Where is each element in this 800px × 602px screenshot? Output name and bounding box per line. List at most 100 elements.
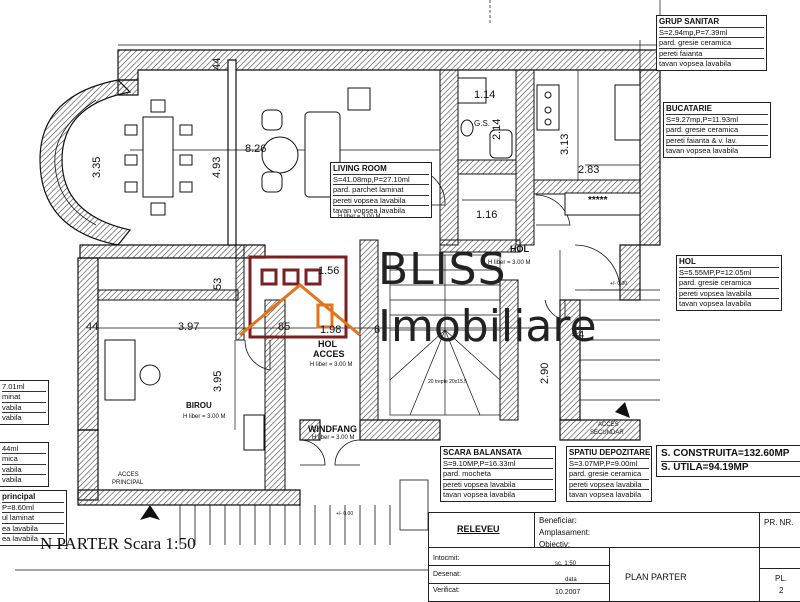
total-construita: S. CONSTRUITA=132.60MP bbox=[661, 448, 800, 462]
hol-title: HOL bbox=[679, 257, 779, 268]
bucatarie-box: BUCATARIE S=9.27mp,P=11.93ml pard. gresi… bbox=[663, 102, 771, 158]
birou-info-l2: minat bbox=[2, 392, 46, 403]
lower-left-info-box: 44ml mica vabila vabila bbox=[0, 442, 49, 487]
acces-principal-1: ACCES bbox=[118, 472, 139, 478]
hol-l1: S=5.55MP,P=12.05ml bbox=[679, 268, 779, 279]
dim-1-16: 1.16 bbox=[476, 209, 498, 221]
hol-box: HOL S=5.55MP,P=12.05ml pard. gresie cera… bbox=[676, 255, 782, 311]
principal-l1: P=8.60ml bbox=[2, 503, 64, 514]
principal-l2: ul laminat bbox=[2, 513, 64, 524]
dim-1-98: 1.98 bbox=[320, 324, 342, 336]
lower-left-l1: 44ml bbox=[2, 444, 46, 455]
kitchen-furniture bbox=[536, 84, 641, 216]
lower-left-l4: vabila bbox=[2, 475, 22, 485]
birou-label: BIROU bbox=[186, 401, 212, 410]
scara-l3: pereti vopsea lavabila bbox=[443, 480, 553, 491]
dim-2-90: 2.90 bbox=[539, 362, 551, 384]
scara-l2: pard. mocheta bbox=[443, 469, 553, 480]
dim-2-14: 2.14 bbox=[491, 118, 503, 140]
birou-info-box: 7.01ml minat vabila vabila bbox=[0, 380, 49, 425]
dim-4-93: 4.93 bbox=[211, 156, 223, 178]
cart-amplasament: Amplasament: bbox=[539, 528, 591, 537]
dim-8-26: 8.26 bbox=[245, 143, 267, 155]
cart-desenat: Desenat: bbox=[433, 571, 462, 578]
windfang-height: H liber = 3.00 M bbox=[312, 435, 355, 441]
plan-title: N PARTER Scara 1:50 bbox=[40, 534, 196, 553]
hol-height: H liber = 3.00 M bbox=[488, 260, 531, 266]
birou-info-l1: 7.01ml bbox=[2, 382, 46, 393]
dim-85: 85 bbox=[278, 321, 291, 333]
grup-sanitar-l1: S=2.94mp,P=7.39ml bbox=[659, 28, 764, 39]
living-height: H liber = 3.00 M bbox=[338, 214, 381, 220]
living-l3: pereti vopsea lavabila bbox=[333, 196, 429, 207]
scara-box: SCARA BALANSATA S=9.10MP,P=16.33ml pard.… bbox=[440, 446, 556, 502]
spatiu-l4: tavan vopsea lavabila bbox=[569, 490, 642, 500]
living-box: LIVING ROOM S=41.08mp,P=27.10ml pard. pa… bbox=[330, 162, 432, 218]
stove-symbol: ***** bbox=[588, 195, 608, 206]
scara-l4: tavan vopsea lavabila bbox=[443, 490, 516, 500]
living-title: LIVING ROOM bbox=[333, 164, 429, 175]
title-block: RELEVEU Beneficiar: Amplasament: Obiecti… bbox=[428, 512, 800, 602]
cart-verificat: Verificat: bbox=[433, 587, 460, 594]
bucatarie-title: BUCATARIE bbox=[666, 104, 768, 115]
stair-note: 20 trepte 20x15.5 bbox=[428, 379, 467, 385]
dim-3-97: 3.97 bbox=[178, 321, 200, 333]
dim-44-left: 44 bbox=[86, 321, 99, 333]
principal-l3: ea lavabila bbox=[2, 524, 64, 535]
dim-3-95: 3.95 bbox=[212, 370, 224, 392]
cart-pr-nr: PR. NR. bbox=[764, 518, 794, 527]
total-utila: S. UTILA=94.19MP bbox=[661, 461, 749, 473]
principal-entry-arrow bbox=[140, 505, 160, 520]
living-l4: tavan vopsea lavabila bbox=[333, 206, 406, 216]
totals-box: S. CONSTRUITA=132.60MP S. UTILA=94.19MP bbox=[656, 445, 800, 477]
hol-label: HOL bbox=[510, 244, 529, 254]
cart-releveu: RELEVEU bbox=[457, 524, 500, 534]
entrance-stairs bbox=[179, 479, 429, 545]
principal-title: principal bbox=[2, 492, 64, 503]
living-l1: S=41.08mp,P=27.10ml bbox=[333, 175, 429, 186]
spatiu-box: SPATIU DEPOZITARE S=3.07MP,P=9.00ml pard… bbox=[566, 446, 652, 502]
staircase bbox=[389, 254, 501, 416]
bathroom-fixtures bbox=[457, 77, 513, 159]
cart-pl: PL. bbox=[775, 574, 788, 583]
dim-2-83: 2.83 bbox=[578, 164, 600, 176]
bay-window bbox=[39, 79, 132, 246]
principal-l4: ea lavabila bbox=[2, 534, 38, 544]
lower-left-l2: mica bbox=[2, 454, 46, 465]
office-furniture bbox=[104, 339, 265, 451]
principal-info-box: principal P=8.60ml ul laminat ea lavabil… bbox=[0, 490, 67, 546]
secondary-entry-arrow bbox=[615, 402, 630, 418]
birou-height: H liber = 3.00 M bbox=[183, 414, 226, 420]
bucatarie-l2: pard. gresie ceramica bbox=[666, 125, 768, 136]
hol-l2: pard. gresie ceramica bbox=[679, 278, 779, 289]
cart-data-label: data bbox=[565, 577, 577, 583]
dim-1-56: 1.56 bbox=[318, 265, 340, 277]
spatiu-l1: S=3.07MP,P=9.00ml bbox=[569, 459, 649, 470]
watermark-line1: BLISS bbox=[378, 244, 507, 295]
living-furniture bbox=[261, 87, 371, 198]
hol-acces-label: HOL bbox=[318, 339, 337, 349]
dim-6: 6 bbox=[374, 324, 381, 336]
acces-secundar-2: SECUNDAR bbox=[590, 430, 624, 436]
cart-pl-nr: 2 bbox=[779, 586, 784, 595]
dim-53: 53 bbox=[212, 277, 224, 290]
acces-label: ACCES bbox=[313, 349, 345, 359]
bucatarie-l3: pereti faianta & v. lav. bbox=[666, 136, 768, 147]
watermark-logo bbox=[239, 255, 361, 339]
birou-info-l3: vabila bbox=[2, 403, 46, 414]
dim-44-top: 44 bbox=[211, 57, 223, 70]
living-l2: pard. parchet laminat bbox=[333, 185, 429, 196]
spatiu-title: SPATIU DEPOZITARE bbox=[569, 448, 651, 459]
door-swings bbox=[244, 169, 621, 466]
dim-3-13: 3.13 bbox=[559, 133, 571, 155]
scara-title: SCARA BALANSATA bbox=[443, 448, 553, 459]
hol-l3: pereti vopsea lavabila bbox=[679, 289, 779, 300]
grup-sanitar-l2: pard. gresie ceramica bbox=[659, 38, 764, 49]
grup-sanitar-box: GRUP SANITAR S=2.94mp,P=7.39ml pard. gre… bbox=[656, 15, 767, 71]
cart-obiectiv: Obiectiv: bbox=[539, 540, 571, 549]
dim-44-right: 44 bbox=[572, 329, 585, 341]
spatiu-l2: pard. gresie ceramica bbox=[569, 469, 649, 480]
grup-sanitar-l4: tavan vopsea lavabila bbox=[659, 59, 732, 69]
dim-1-14: 1.14 bbox=[474, 89, 496, 101]
